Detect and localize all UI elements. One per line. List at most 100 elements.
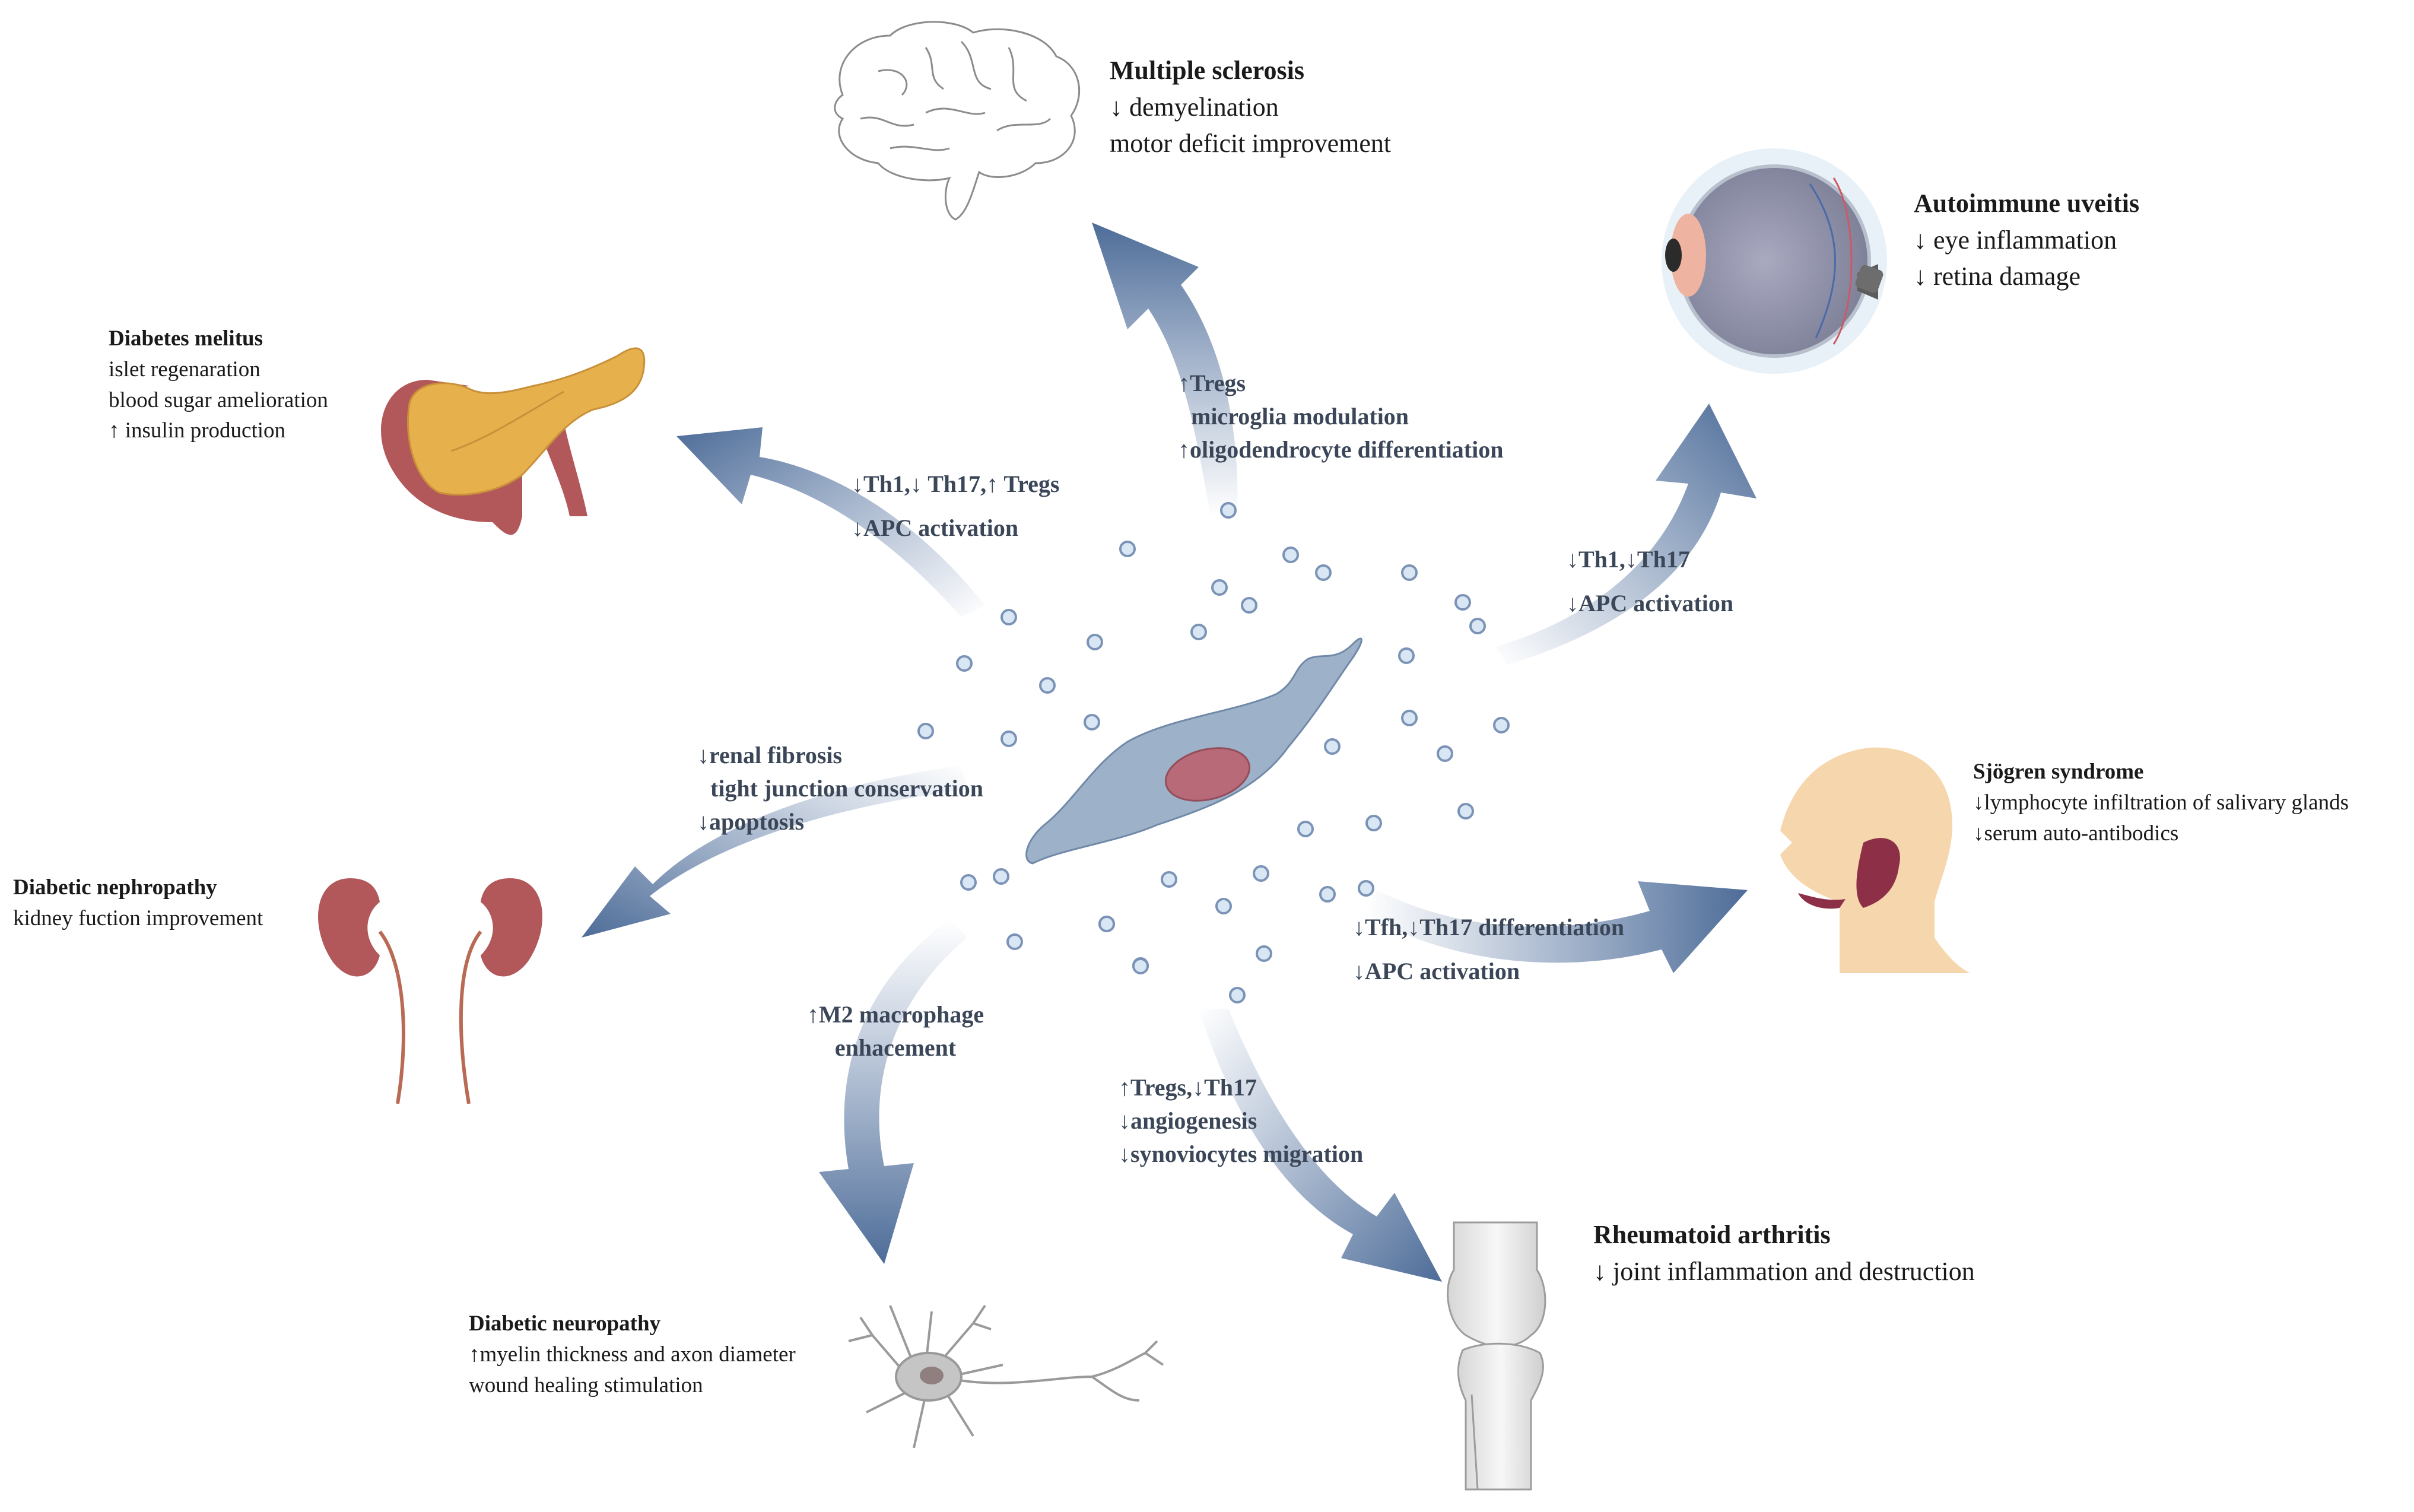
vesicle-dot <box>1084 714 1100 730</box>
vesicle-dot <box>993 868 1009 885</box>
effect: ↓ retina damage <box>1914 262 2081 291</box>
arrow-to-diabetic-nephropathy <box>582 765 967 938</box>
effect: ↓ eye inflammation <box>1914 225 2117 255</box>
kidneys-icon <box>318 878 542 1104</box>
mechanism-item: tight junction conservation <box>710 775 983 802</box>
disease-title: Multiple sclerosis <box>1110 56 1304 85</box>
mechanism-item: ↓angiogenesis <box>1119 1107 1257 1134</box>
label-diabetes-melitus: Diabetes melitus islet regenaration bloo… <box>109 323 328 446</box>
vesicle-dot <box>1282 547 1299 563</box>
mechanism-item: ↓synoviocytes migration <box>1119 1141 1364 1167</box>
disease-title: Rheumatoid arthritis <box>1593 1220 1831 1249</box>
vesicle-dot <box>956 655 973 672</box>
vesicle-dot <box>1098 916 1115 932</box>
vesicle-dot <box>1256 945 1272 962</box>
vesicle-dot <box>1493 717 1510 733</box>
disease-title: Diabetes melitus <box>109 326 263 351</box>
effect: ↓serum auto-antibodics <box>1973 821 2179 846</box>
label-autoimmune-uveitis: Autoimmune uveitis ↓ eye inflammation ↓ … <box>1914 185 2139 295</box>
mechanism-item: ↑M2 macrophage <box>807 1001 984 1028</box>
vesicle-dot <box>1000 609 1017 625</box>
vesicle-dot <box>1315 564 1332 581</box>
head-profile-icon <box>1780 747 1970 973</box>
eye-icon <box>1662 148 1887 374</box>
mechanism-item: ↓APC activation <box>1567 590 1734 617</box>
effect: ↓ demyelination <box>1110 92 1279 122</box>
vesicles <box>917 502 1510 1003</box>
mechanism-item: ↓Th1,↓ Th17,↑ Tregs <box>852 471 1060 497</box>
disease-title: Sjögren syndrome <box>1973 760 2144 784</box>
effect: ↑myelin thickness and axon diameter <box>469 1342 796 1367</box>
effect: wound healing stimulation <box>469 1373 703 1397</box>
mechanism-diabetes: ↓Th1,↓ Th17,↑ Tregs ↓APC activation <box>852 468 1059 545</box>
mechanism-item: ↓Th1,↓Th17 <box>1567 546 1690 573</box>
mechanism-item: ↑Tregs,↓Th17 <box>1119 1074 1257 1101</box>
vesicle-dot <box>1006 933 1023 950</box>
mechanism-uveitis: ↓Th1,↓Th17 ↓APC activation <box>1567 543 1733 620</box>
vesicle-dot <box>1161 871 1177 888</box>
vesicle-dot <box>1253 865 1269 882</box>
disease-title: Diabetic neuropathy <box>469 1311 661 1336</box>
mechanism-item: ↓APC activation <box>852 514 1019 541</box>
vesicle-dot <box>917 723 934 739</box>
mechanism-multiple-sclerosis: ↑Tregs microglia modulation ↑oligodendro… <box>1178 367 1503 466</box>
label-diabetic-nephropathy: Diabetic nephropathy kidney fuction impr… <box>13 872 263 934</box>
mechanism-rheumatoid-arthritis: ↑Tregs,↓Th17 ↓angiogenesis ↓synoviocytes… <box>1119 1071 1363 1171</box>
label-sjogren-syndrome: Sjögren syndrome ↓lymphocyte infiltratio… <box>1973 757 2349 849</box>
label-rheumatoid-arthritis: Rheumatoid arthritis ↓ joint inflammatio… <box>1593 1216 1975 1289</box>
vesicle-dot <box>1000 730 1017 747</box>
label-multiple-sclerosis: Multiple sclerosis ↓ demyelination motor… <box>1110 52 1391 162</box>
disease-title: Diabetic nephropathy <box>13 875 217 900</box>
effect: kidney fuction improvement <box>13 906 263 930</box>
mechanism-sjogren: ↓Tfh,↓Th17 differentiation ↓APC activati… <box>1353 911 1624 988</box>
label-diabetic-neuropathy: Diabetic neuropathy ↑myelin thickness an… <box>469 1308 796 1400</box>
vesicle-dot <box>1220 502 1237 519</box>
vesicle-dot <box>1241 597 1257 614</box>
arrow-to-rheumatoid-arthritis <box>1199 1009 1442 1282</box>
arrow-to-diabetic-neuropathy <box>819 920 967 1264</box>
mechanism-item: ↓Tfh,↓Th17 differentiation <box>1353 914 1625 941</box>
vesicle-dot <box>1087 634 1103 650</box>
vesicle-dot <box>960 874 977 891</box>
mechanism-item: ↓renal fibrosis <box>697 742 843 768</box>
vesicle-dot <box>1132 958 1149 974</box>
vesicle-dot <box>1365 815 1382 831</box>
arrow-to-diabetes <box>676 427 985 617</box>
mechanism-item: microglia modulation <box>1191 403 1409 430</box>
vesicle-dot <box>1319 886 1336 903</box>
vesicle-dot <box>1039 677 1056 694</box>
vesicle-dot <box>1229 987 1246 1003</box>
mechanism-nephropathy: ↓renal fibrosis tight junction conservat… <box>697 739 983 838</box>
vesicle-dot <box>1401 710 1418 726</box>
arrow-to-multiple-sclerosis <box>1092 223 1238 516</box>
vesicle-dot <box>1398 647 1415 664</box>
mechanism-item: ↑oligodendrocyte differentiation <box>1178 436 1504 463</box>
vesicle-dot <box>1469 618 1486 634</box>
vesicle-dot <box>1297 821 1314 837</box>
vesicle-dot <box>1358 880 1374 897</box>
mechanism-item: enhacement <box>834 1034 957 1061</box>
effect: ↓ joint inflammation and destruction <box>1593 1256 1975 1286</box>
brain-icon <box>834 21 1081 221</box>
effect: ↓lymphocyte infiltration of salivary gla… <box>1973 790 2349 815</box>
arrow-to-sjogren-syndrome <box>1365 881 1748 973</box>
neuron-icon <box>848 1304 1164 1449</box>
vesicle-dot <box>1454 594 1471 611</box>
vesicle-dot <box>1119 541 1136 557</box>
vesicle-dot <box>1437 745 1453 762</box>
mesenchymal-stem-cell-icon <box>1025 637 1362 865</box>
mechanism-neuropathy: ↑M2 macrophage enhacement <box>807 998 984 1065</box>
vesicle-dot <box>1211 579 1228 596</box>
vesicle-dot <box>1324 738 1341 755</box>
vesicle-dot <box>1190 624 1207 640</box>
vesicle-dot <box>1457 803 1474 819</box>
vesicle-dot <box>1401 564 1418 581</box>
vesicle-dot <box>1215 898 1232 914</box>
arrow-to-uveitis <box>1495 404 1756 665</box>
effect: ↑ insulin production <box>109 418 286 443</box>
pancreas-icon <box>381 347 646 535</box>
knee-joint-icon <box>1447 1221 1546 1491</box>
disease-title: Autoimmune uveitis <box>1914 189 2140 218</box>
effect: blood sugar amelioration <box>109 387 328 412</box>
